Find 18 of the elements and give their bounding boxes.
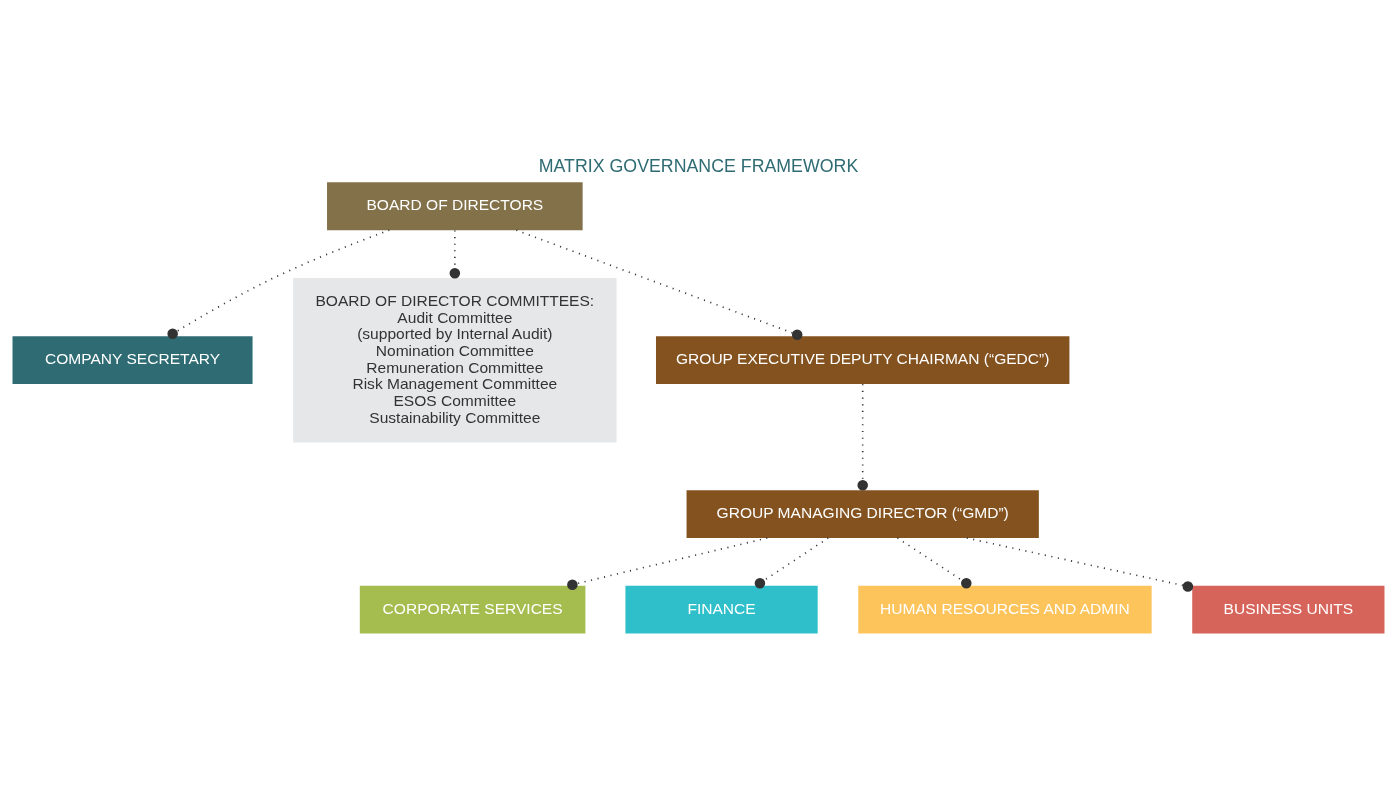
node-box: GROUP MANAGING DIRECTOR (“GMD”) <box>686 489 1039 538</box>
node-box: GROUP EXECUTIVE DEPUTY CHAIRMAN (“GEDC”) <box>656 335 1070 384</box>
node-box: BOARD OF DIRECTOR COMMITTEES: Audit Committee (supported by Internal Audit) Nomination Committee Remuneration Committee Risk Management Committee ESOS Committee Sustainability Committee <box>293 277 617 442</box>
connector <box>567 536 769 590</box>
connector <box>966 536 1194 592</box>
connector <box>754 536 829 588</box>
node-box: HUMAN RESOURCES AND ADMIN <box>858 585 1152 634</box>
diagram-title: MATRIX GOVERNANCE FRAMEWORK <box>538 155 859 176</box>
connector <box>515 228 803 340</box>
node-box: BOARD OF DIRECTORS <box>327 181 583 230</box>
node-box: COMPANY SECRETARY <box>12 335 253 384</box>
connector <box>896 536 972 588</box>
node-box: FINANCE <box>625 585 818 634</box>
connector <box>449 229 461 279</box>
connector <box>167 228 391 339</box>
connector <box>857 382 868 491</box>
node-box: CORPORATE SERVICES <box>359 585 586 634</box>
node-box: BUSINESS UNITS <box>1192 585 1385 634</box>
